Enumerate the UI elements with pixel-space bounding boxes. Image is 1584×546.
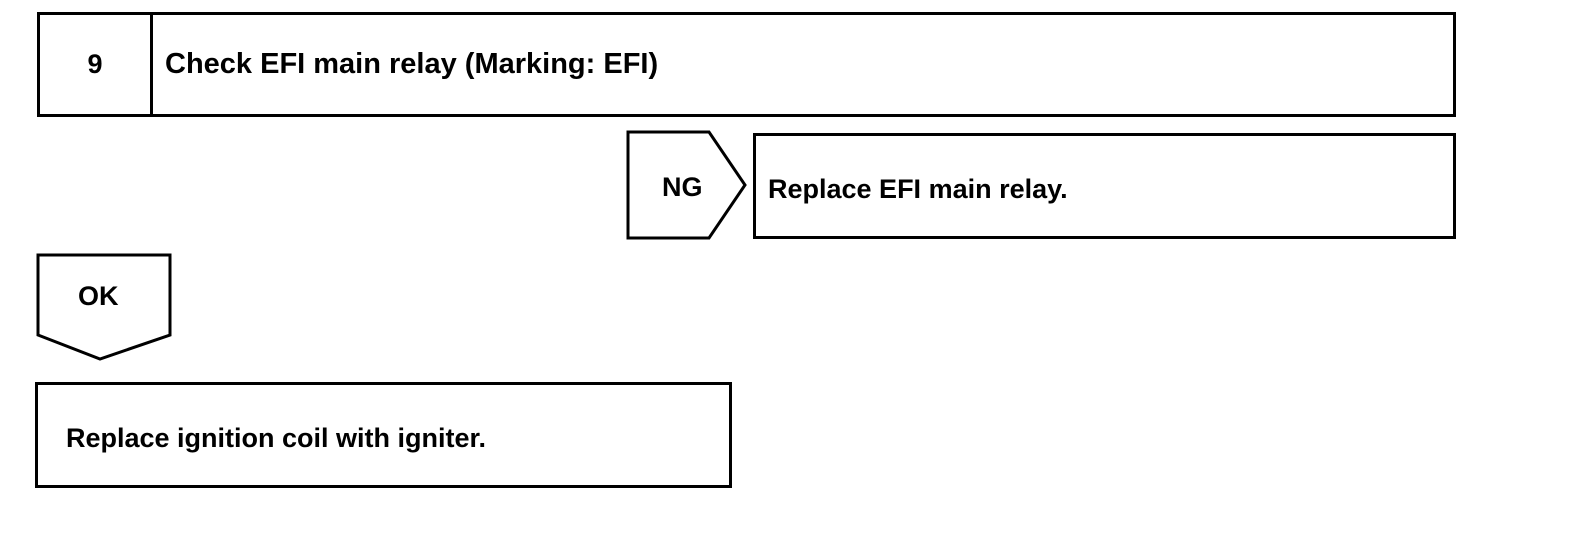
ng-label: NG <box>662 172 703 202</box>
ok-action-text: Replace ignition coil with igniter. <box>66 423 487 453</box>
ng-arrow-shape <box>626 130 747 240</box>
step-number: 9 <box>87 49 103 79</box>
step-title: Check EFI main relay (Marking: EFI) <box>165 48 659 80</box>
ok-action-box: Replace ignition coil with igniter. <box>35 382 732 488</box>
step-header-box: 9 Check EFI main relay (Marking: EFI) <box>37 12 1456 117</box>
ok-arrow-shape <box>36 253 172 361</box>
ng-action-box: Replace EFI main relay. <box>753 133 1456 239</box>
step-divider <box>150 15 153 114</box>
ok-label: OK <box>78 281 119 311</box>
ng-action-text: Replace EFI main relay. <box>768 174 1068 204</box>
